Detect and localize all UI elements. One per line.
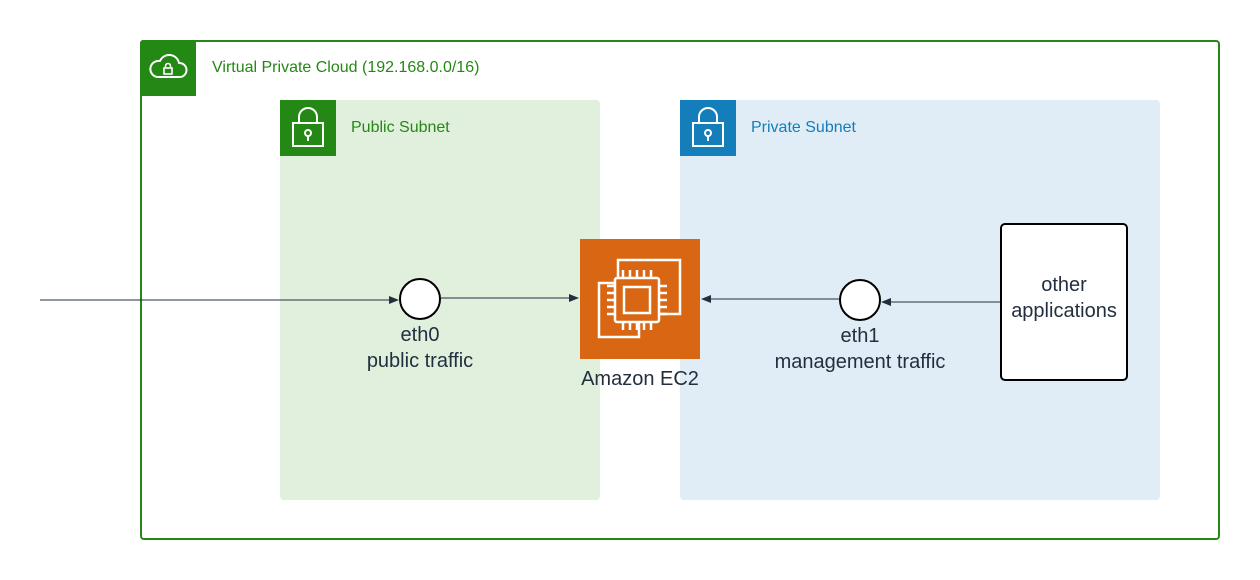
eth0-label: eth0 public traffic [320, 322, 520, 374]
eth1-label: eth1 management traffic [740, 323, 980, 375]
apps-label-line2: applications [1011, 300, 1117, 322]
eth1-description: management traffic [774, 351, 946, 373]
vpc-label: Virtual Private Cloud (192.168.0.0/16) [212, 59, 480, 76]
ec2-label: Amazon EC2 [581, 368, 699, 390]
private-subnet-label: Private Subnet [751, 119, 856, 136]
padlock-icon [680, 100, 736, 156]
ec2-instance[interactable] [580, 239, 700, 359]
vpc-container [140, 40, 1220, 540]
ec2-chip-icon [597, 258, 682, 339]
eth0-node[interactable] [399, 278, 441, 320]
apps-label-line1: other [1041, 274, 1087, 296]
eth0-name: eth0 [400, 324, 440, 346]
eth1-name: eth1 [840, 325, 880, 347]
eth1-node[interactable] [839, 279, 881, 321]
padlock-icon [280, 100, 336, 156]
other-applications-box[interactable] [1000, 223, 1128, 381]
other-applications-label: other applications [1000, 272, 1128, 324]
public-subnet-label: Public Subnet [351, 119, 450, 136]
eth0-description: public traffic [366, 350, 474, 372]
cloud-lock-icon [140, 40, 196, 96]
